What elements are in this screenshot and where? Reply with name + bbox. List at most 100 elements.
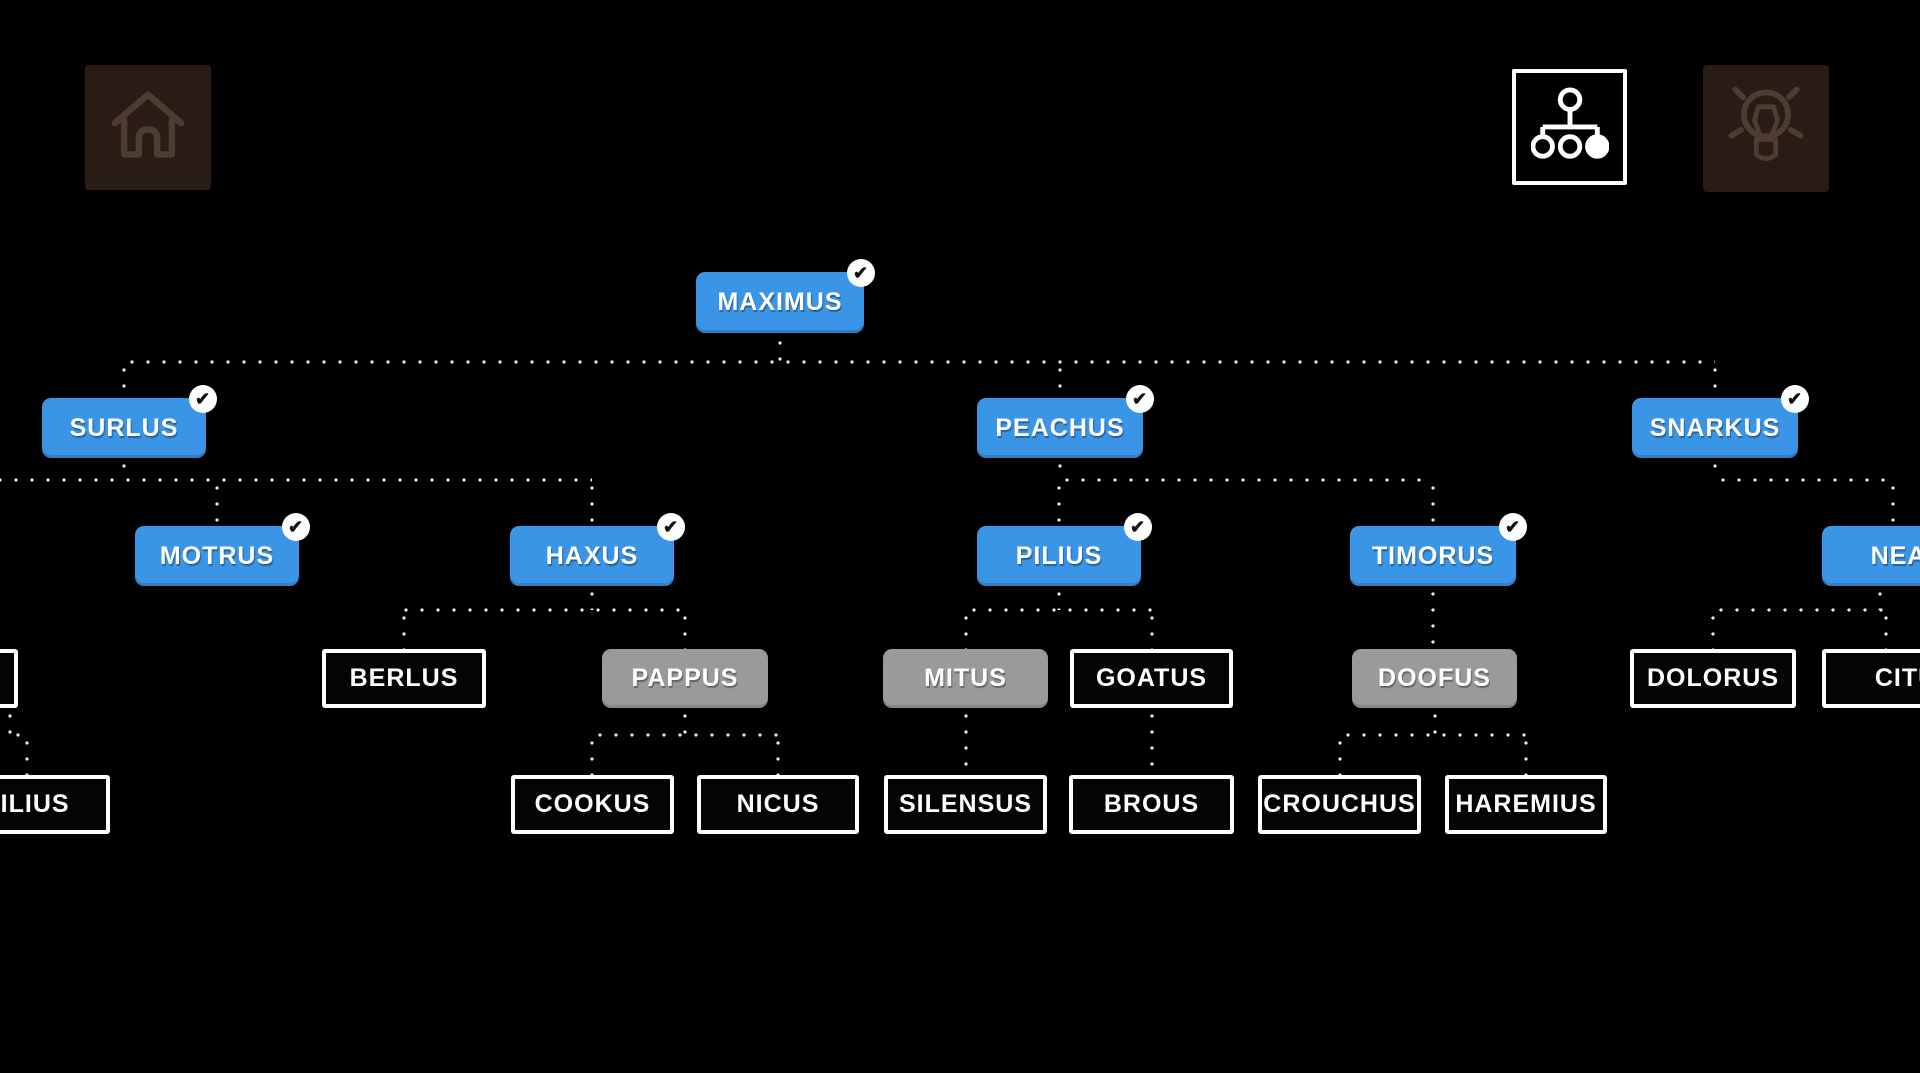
tree-node-surlus[interactable]: SURLUS ✔ <box>42 385 217 458</box>
tree-node-haremius[interactable]: HAREMIUS <box>1445 775 1607 834</box>
tree-node-filius[interactable]: FILIUS <box>0 775 110 834</box>
connector-line <box>398 608 692 612</box>
check-icon: ✔ <box>1124 513 1152 541</box>
connector-line <box>1150 610 1154 649</box>
tree-node-label: NICUS <box>736 790 820 818</box>
check-icon: ✔ <box>1126 385 1154 413</box>
connector-line <box>776 735 780 775</box>
connector-line <box>1884 610 1888 649</box>
connector-line <box>122 362 126 398</box>
connector-line <box>1059 478 1433 482</box>
connector-line <box>592 733 778 737</box>
connector-line <box>1338 735 1342 775</box>
check-icon: ✔ <box>282 513 310 541</box>
tree-node-label: PEACHUS <box>995 413 1125 442</box>
connector-line <box>25 735 29 775</box>
connector-line <box>0 478 592 482</box>
connector-line <box>122 458 126 480</box>
connector-line <box>1057 586 1061 610</box>
tree-node-label: BROUS <box>1103 790 1200 818</box>
connector-line <box>590 586 594 610</box>
lightbulb-icon <box>1718 78 1814 179</box>
tree-node-pilius[interactable]: PILIUS ✔ <box>977 513 1152 586</box>
tree-node-maximus[interactable]: MAXIMUS✔ <box>696 259 875 333</box>
tree-node-label: NEAN <box>1870 541 1920 570</box>
tree-node-snarkus[interactable]: SNARKUS✔ <box>1632 385 1809 458</box>
tree-node-label: PILIUS <box>1015 541 1103 570</box>
connector-line <box>402 610 406 649</box>
connector-line <box>1433 708 1437 735</box>
tree-node-label: DOLORUS <box>1647 664 1779 692</box>
tree-node-label: PAPPUS <box>631 664 739 692</box>
connector-line <box>215 480 219 526</box>
tree-node-label: MOTRUS <box>159 541 275 570</box>
tree-node-label: MAXIMUS <box>717 288 843 316</box>
connector-line <box>8 708 12 735</box>
tree-node-label: HAXUS <box>545 541 639 570</box>
tree-node-label: SILENSUS <box>898 790 1033 818</box>
tree-node-peachus[interactable]: PEACHUS✔ <box>977 385 1154 458</box>
tree-node-citu[interactable]: CITU <box>1822 649 1920 708</box>
home-button[interactable] <box>85 65 211 190</box>
tree-node-label: FILIUS <box>0 790 70 818</box>
tree-node-label: COOKUS <box>534 790 651 818</box>
connector-line <box>1058 362 1062 398</box>
connector-line <box>683 610 687 649</box>
tree-node-berlus[interactable]: BERLUS <box>322 649 486 708</box>
connector-line <box>1713 362 1717 398</box>
tree-node-goatus[interactable]: GOATUS <box>1070 649 1233 708</box>
tree-node-cookus[interactable]: COOKUS <box>511 775 674 834</box>
connector-line <box>1431 480 1435 526</box>
connector-line <box>966 608 1152 612</box>
tree-node-silensus[interactable]: SILENSUS <box>884 775 1047 834</box>
tree-node-label: SURLUS <box>69 413 179 442</box>
check-icon: ✔ <box>189 385 217 413</box>
home-icon <box>102 79 194 176</box>
tree-node-label: SNARKUS <box>1649 413 1781 442</box>
tree-node-haxus[interactable]: HAXUS ✔ <box>510 513 685 586</box>
tree-node-nicus[interactable]: NICUS <box>697 775 859 834</box>
connector-line <box>1878 586 1882 610</box>
tree-node-label: MITUS <box>924 664 1007 692</box>
tree-node-label: TIMORUS <box>1371 541 1495 570</box>
tree-node-nean[interactable]: NEAN <box>1822 526 1920 586</box>
tree-node-unknown-left[interactable] <box>0 649 18 708</box>
connector-line <box>683 708 687 735</box>
hierarchy-icon <box>1530 86 1609 169</box>
tree-node-doofus[interactable]: DOOFUS <box>1352 649 1517 708</box>
check-icon: ✔ <box>847 259 875 287</box>
connector-line <box>1058 458 1062 480</box>
check-icon: ✔ <box>657 513 685 541</box>
check-icon: ✔ <box>1781 385 1809 413</box>
tree-node-label: HAREMIUS <box>1455 790 1597 818</box>
tree-node-pappus[interactable]: PAPPUS <box>602 649 768 708</box>
connector-line <box>964 610 968 649</box>
connector-line <box>590 735 594 775</box>
connector-line <box>1711 610 1715 649</box>
connector-line <box>10 733 30 737</box>
tree-node-label: BERLUS <box>349 664 459 692</box>
connector-line <box>1713 608 1890 612</box>
tree-node-crouchus[interactable]: CROUCHUS <box>1258 775 1421 834</box>
check-icon: ✔ <box>1499 513 1527 541</box>
connector-line <box>1340 733 1526 737</box>
tree-node-motrus[interactable]: MOTRUS✔ <box>135 513 310 586</box>
hint-button[interactable] <box>1703 65 1829 192</box>
tree-node-timorus[interactable]: TIMORUS✔ <box>1350 513 1527 586</box>
connector-line <box>1524 735 1528 775</box>
tree-node-label: DOOFUS <box>1378 664 1491 692</box>
connector-line <box>1057 480 1061 526</box>
tree-node-label: CROUCHUS <box>1263 790 1416 818</box>
connector-line <box>1150 708 1154 775</box>
tree-node-dolorus[interactable]: DOLORUS <box>1630 649 1796 708</box>
connector-line <box>124 360 1715 364</box>
connector-line <box>590 480 594 526</box>
tree-node-label: CITU <box>1874 664 1920 692</box>
connector-line <box>778 335 782 362</box>
tree-view-button[interactable] <box>1512 69 1627 185</box>
tree-node-brous[interactable]: BROUS <box>1069 775 1234 834</box>
tree-node-label: GOATUS <box>1095 664 1208 692</box>
tree-node-mitus[interactable]: MITUS <box>883 649 1048 708</box>
connector-line <box>964 708 968 775</box>
